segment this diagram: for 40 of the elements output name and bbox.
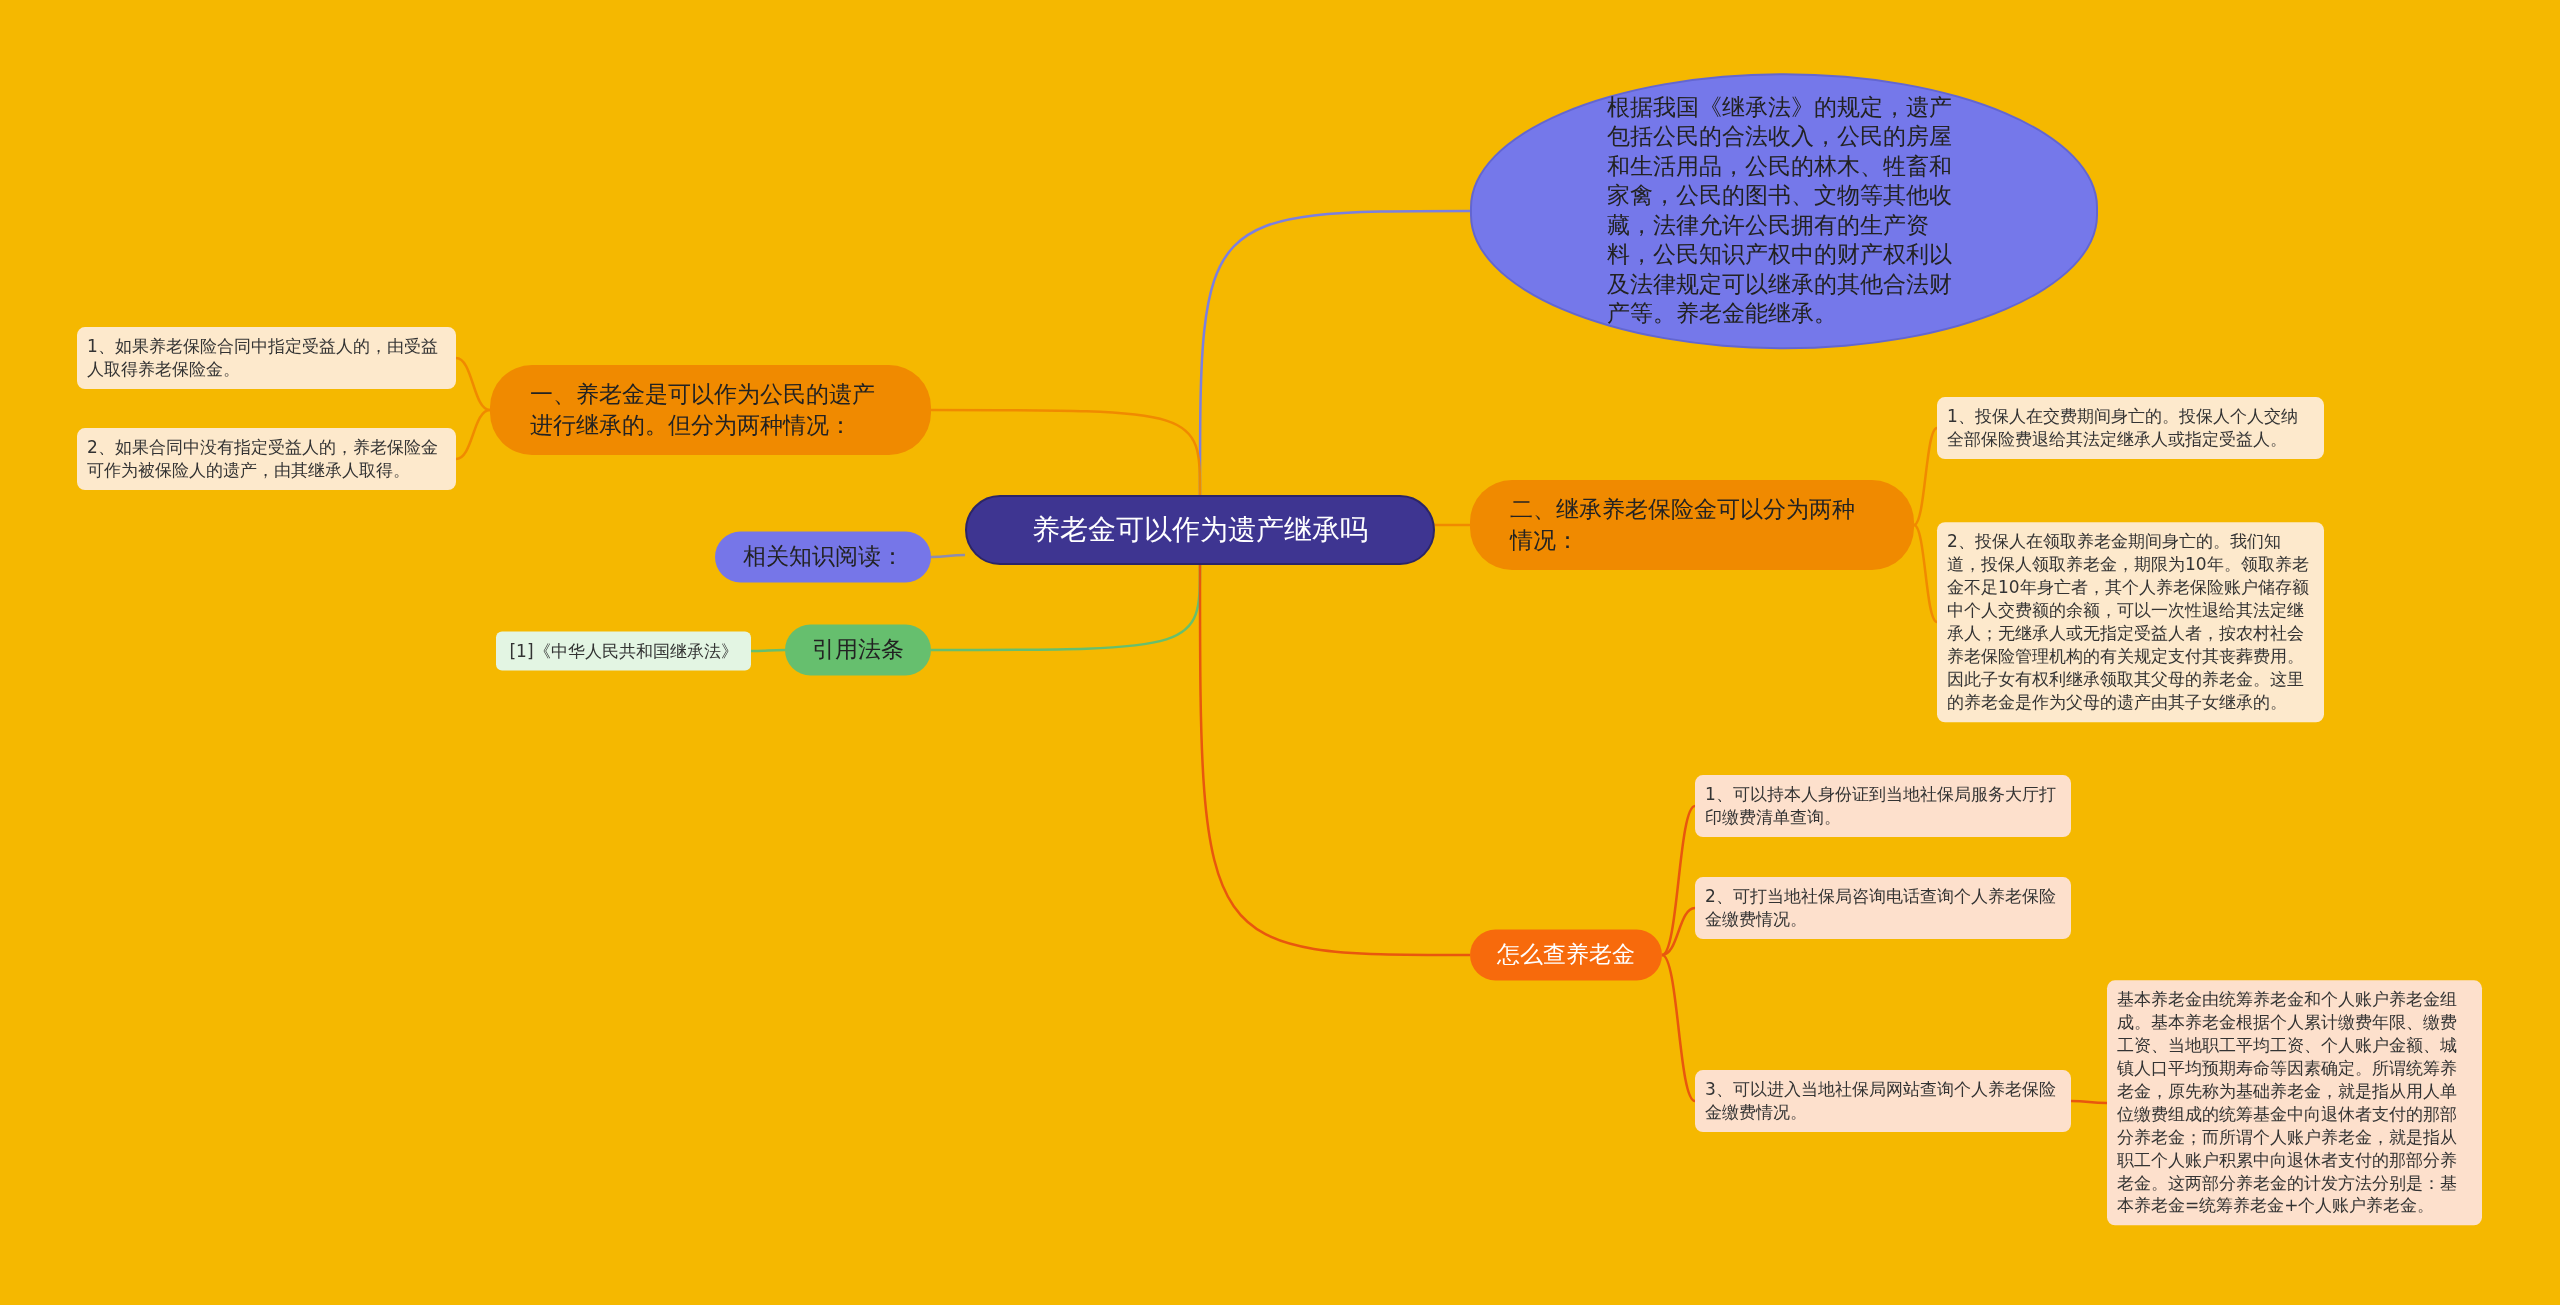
subtopic-card: [1695, 877, 2071, 939]
topic-text: 二、继承养老保险金可以分为两种情况：: [1510, 494, 1856, 555]
connector-line: [2071, 1099, 2107, 1105]
connector-line: [1661, 954, 1696, 1102]
topic-text: [1]《中华人民共和国继承法》: [508, 639, 739, 663]
branch-topic: [715, 531, 931, 583]
subtopic-card: [1695, 775, 2071, 837]
connector-line: [455, 356, 491, 412]
topic-text: 1、投保人在交费期间身亡的。投保人个人交纳全部保险费退给其法定继承人或指定受益人。: [1947, 405, 2299, 451]
topic-text: 2、可打当地社保局咨询电话查询个人养老保险金缴费情况。: [1705, 885, 2057, 931]
topic-text: 怎么查养老金: [1496, 940, 1636, 970]
subtopic-card: [1695, 1070, 2071, 1132]
topic-text: 基本养老金由统筹养老金和个人账户养老金组成。基本养老金根据个人累计缴费年限、缴费工资、当地职工平均工资、个人账户金额、城镇人口平均预期寿命等因素确定。所谓统筹养老金，原先称为基础养老金，就是指从用人单位缴费组成的统筹基金中向退休者支付的那部分养老金；而所谓个人账户养老金，就是指从职工个人账户积累中向退休者支付的那部分养老金。这两部分养老金的计发方法分别是：基本养老金=统筹养老金+个人账户养老金。: [2117, 988, 2458, 1218]
topic-text: 1、如果养老保险合同中指定受益人的，由受益人取得养老保险金。: [87, 335, 439, 381]
topic-text: 养老金可以作为遗产继承吗: [1031, 512, 1369, 549]
branch-topic: [785, 624, 931, 676]
connector-line: [1435, 523, 1470, 527]
topic-text: 1、可以持本人身份证到当地社保局服务大厅打印缴费清单查询。: [1705, 783, 2057, 829]
subtopic-card: [496, 631, 751, 671]
subtopic-card: [1937, 397, 2324, 459]
connector-line: [931, 408, 1202, 496]
topic-text: 相关知识阅读：: [741, 542, 905, 572]
topic-text: 2、投保人在领取养老金期间身亡的。我们知道，投保人领取养老金，期限为10年。领取养老金不足10年身亡者，其个人养老保险账户储存额中个人交费额的余额，可以一次性退给其法定继承人；无继承人或无指定受益人者，按农村社会养老保险管理机构的有关规定支付其丧葬费用。因此子女有权利继承领取其父母的养老金。这里的养老金是作为父母的遗产由其子女继承的。: [1947, 530, 2310, 714]
connector-line: [455, 408, 491, 461]
connector-line: [1661, 805, 1696, 956]
topic-text: 2、如果合同中没有指定受益人的，养老保险金可作为被保险人的遗产，由其继承人取得。: [87, 436, 439, 482]
subtopic-card: [77, 428, 456, 490]
topic-text: 根据我国《继承法》的规定，遗产包括公民的合法收入，公民的房屋和生活用品，公民的林木、牲畜和家禽，公民的图书、文物等其他收藏，法律允许公民拥有的生产资料，公民知识产权中的财产权利以及法律规定可以继承的其他合法财产等。养老金能继承。: [1607, 93, 1953, 329]
connector-line: [1913, 427, 1938, 526]
connector-line: [931, 553, 965, 559]
topic-text: 3、可以进入当地社保局网站查询个人养老保险金缴费情况。: [1705, 1078, 2057, 1124]
topic-text: 引用法条: [811, 635, 905, 665]
connector-line: [751, 648, 785, 653]
connector-line: [1661, 906, 1696, 957]
topic-text: 一、养老金是可以作为公民的遗产进行继承的。但分为两种情况：: [530, 379, 876, 440]
subtopic-card: [77, 327, 456, 389]
central-topic: [965, 495, 1435, 565]
connector-line: [1198, 564, 1470, 957]
branch-topic: [1470, 929, 1662, 981]
connector-line: [1913, 524, 1938, 623]
